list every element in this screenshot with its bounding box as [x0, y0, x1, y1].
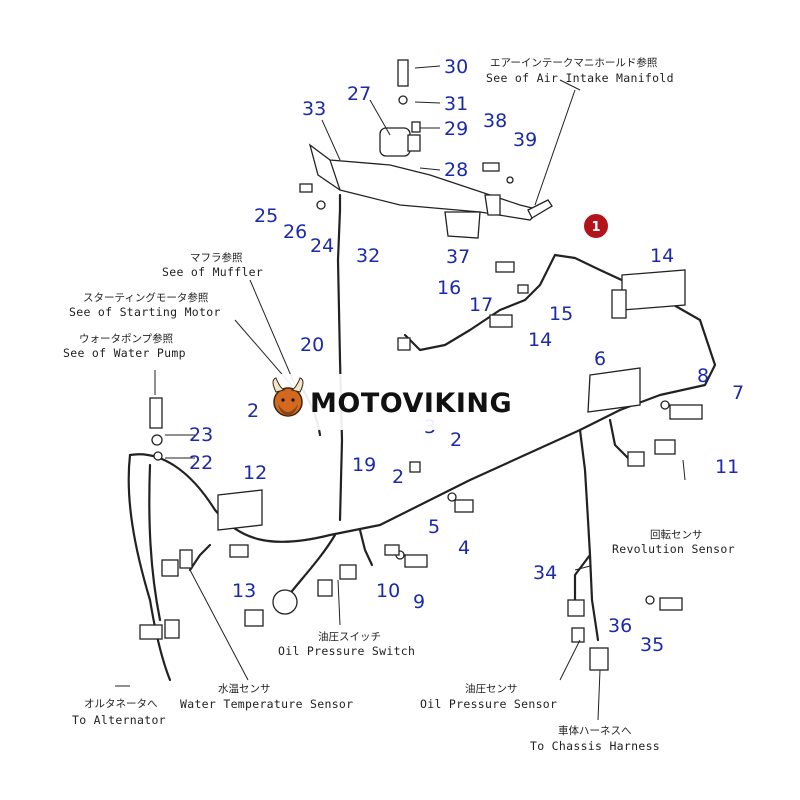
label-water-pump-jp: ウォータポンプ参照 [79, 332, 174, 345]
part-number-17: 17 [469, 294, 493, 316]
part-number-2-left: 2 [247, 400, 259, 422]
callout-flag-number: 1 [591, 220, 600, 235]
label-oil-switch-en: Oil Pressure Switch [278, 644, 415, 658]
label-water-temp-jp: 水温センサ [218, 683, 271, 695]
label-oil-sensor-jp: 油圧センサ [465, 682, 518, 695]
part-number-30: 30 [444, 56, 468, 78]
part-number-24: 24 [310, 235, 334, 257]
label-alternator-jp: オルタネータへ [84, 698, 158, 710]
components [139, 261, 703, 671]
part-number-5: 5 [428, 516, 440, 538]
part-number-19: 19 [352, 454, 376, 476]
part-number-39: 39 [513, 129, 537, 151]
part-number-37: 37 [446, 246, 470, 268]
part-number-35: 35 [640, 634, 664, 656]
viking-head-icon [272, 377, 304, 417]
part-number-14-bottom: 14 [528, 329, 552, 351]
label-muffler-jp: マフラ参照 [190, 251, 243, 264]
part-number-34: 34 [533, 562, 557, 584]
part-number-27: 27 [347, 83, 371, 105]
part-number-12: 12 [243, 462, 267, 484]
part-number-25: 25 [254, 205, 278, 227]
label-air-intake-jp: エアーインテークマニホールド参照 [490, 56, 658, 69]
label-revolution-jp: 回転センサ [650, 529, 703, 541]
part-number-10: 10 [376, 580, 400, 602]
part-number-31: 31 [444, 93, 468, 115]
part-number-26: 26 [283, 221, 307, 243]
part-number-16: 16 [437, 277, 461, 299]
label-revolution-en: Revolution Sensor [612, 542, 735, 556]
label-oil-sensor-en: Oil Pressure Sensor [420, 697, 557, 711]
part-number-38: 38 [483, 110, 507, 132]
watermark-text: MOTOVIKING [310, 388, 512, 419]
label-water-temp-en: Water Temperature Sensor [180, 697, 353, 711]
part-number-6: 6 [594, 348, 606, 370]
part-number-9: 9 [413, 591, 425, 613]
part-number-32: 32 [356, 245, 380, 267]
part-number-36: 36 [608, 615, 632, 637]
part-number-29: 29 [444, 118, 468, 140]
part-number-15: 15 [549, 303, 573, 325]
label-starting-motor-en: See of Starting Motor [69, 305, 221, 319]
label-oil-switch-jp: 油圧スイッチ [318, 630, 381, 643]
label-chassis-en: To Chassis Harness [530, 739, 660, 753]
bracket-assembly [299, 59, 553, 239]
part-number-28: 28 [444, 159, 468, 181]
label-muffler-en: See of Muffler [162, 265, 263, 279]
part-number-23: 23 [189, 424, 213, 446]
part-numbers: 30 27 31 33 29 38 39 28 25 26 24 32 37 1… [189, 56, 744, 656]
watermark-backdrop [268, 374, 534, 430]
callout-flag: 1 [584, 214, 608, 238]
part-number-7: 7 [732, 382, 744, 404]
label-starting-motor-jp: スターティングモータ参照 [83, 291, 209, 304]
part-number-22: 22 [189, 452, 213, 474]
label-air-intake-en: See of Air Intake Manifold [486, 71, 674, 85]
reference-labels: エアーインテークマニホールド参照 See of Air Intake Manif… [63, 56, 735, 753]
label-chassis-jp: 車体ハーネスへ [558, 724, 632, 737]
part-number-11: 11 [715, 456, 739, 478]
part-number-20: 20 [300, 334, 324, 356]
part-number-4: 4 [458, 537, 470, 559]
part-number-33: 33 [302, 98, 326, 120]
part-number-13: 13 [232, 580, 256, 602]
label-water-pump-en: See of Water Pump [63, 346, 186, 360]
callout-flag-circle [584, 214, 608, 238]
watermark-logo: MOTOVIKING [268, 374, 534, 430]
part-number-2-lower: 2 [392, 466, 404, 488]
part-number-14-top: 14 [650, 245, 674, 267]
part-number-2-center: 2 [450, 429, 462, 451]
label-alternator-en: To Alternator [72, 713, 166, 727]
part-number-8: 8 [697, 365, 709, 387]
